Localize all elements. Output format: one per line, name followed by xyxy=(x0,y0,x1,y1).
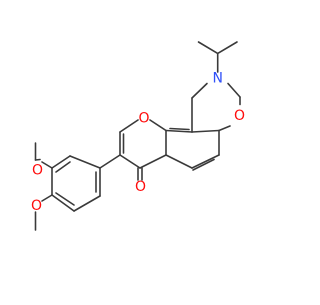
bond xyxy=(51,155,71,169)
methoxy-oxygen-label-lower: O xyxy=(31,198,42,214)
carbonyl-oxygen-label: O xyxy=(135,179,146,195)
bond xyxy=(218,125,231,132)
bond xyxy=(191,82,208,99)
bond-layer xyxy=(34,41,241,231)
pyranone-oxygen-label: O xyxy=(138,111,149,127)
bond xyxy=(69,155,101,169)
bond xyxy=(41,194,53,202)
bond xyxy=(73,195,101,212)
chemical-structure: N O O O O O xyxy=(31,41,245,231)
bond xyxy=(191,129,220,133)
bond xyxy=(55,161,71,173)
oxazine-oxygen-label: O xyxy=(234,108,245,124)
structure-canvas: N O O O O O xyxy=(31,41,245,231)
bond xyxy=(41,161,53,169)
bond xyxy=(99,154,121,169)
bond xyxy=(165,154,193,169)
bond xyxy=(119,154,141,169)
bond xyxy=(165,129,193,133)
methoxy-oxygen-label-upper: O xyxy=(32,163,43,179)
bond xyxy=(192,158,215,171)
bond xyxy=(149,119,167,132)
bond xyxy=(55,192,75,206)
bond xyxy=(119,119,139,133)
atom-label-layer: N O O O O O xyxy=(31,71,245,215)
bond xyxy=(169,127,190,131)
bond xyxy=(51,194,75,212)
nitrogen-atom-label: N xyxy=(212,71,222,87)
bond xyxy=(191,154,220,169)
bond xyxy=(197,41,219,55)
bond xyxy=(216,41,238,55)
bond xyxy=(227,82,241,98)
bond xyxy=(139,154,167,169)
